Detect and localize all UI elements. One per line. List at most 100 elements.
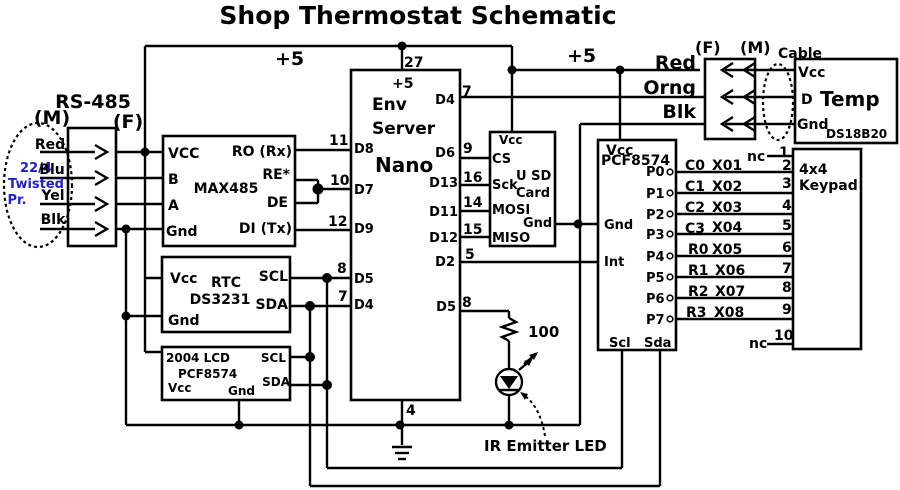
- keypad-row-x08: X08: [714, 305, 744, 321]
- nano-name-1: Env: [372, 95, 407, 115]
- keypad-row-x06: X06: [715, 263, 745, 279]
- sdcard-pin-miso: MISO: [492, 231, 530, 246]
- keypad-row-sig-c2: C2: [685, 200, 705, 216]
- nano-right-pin-num-16: 16: [463, 170, 482, 186]
- temp-cable-wires: [755, 68, 795, 126]
- rtc-name-1: RTC: [211, 275, 241, 291]
- plus5-left-label: +5: [275, 48, 304, 70]
- keypad-pin-8: 8: [782, 280, 792, 296]
- rs485-cable-ellipse: [2, 121, 74, 249]
- keypad-pin-2: 2: [782, 158, 792, 174]
- sdcard-pin-mosi: MOSI: [492, 203, 530, 218]
- keypad-row-x03: X03: [712, 200, 742, 216]
- keypad-pin-10: 10: [774, 328, 794, 344]
- nano-right-pin-num-7: 7: [462, 84, 472, 100]
- rs485-wire-red: Red: [35, 137, 65, 153]
- ground-network: [95, 122, 705, 461]
- rtc-pin-gnd: Gnd: [168, 313, 199, 329]
- pcf-port-p2: P2: [646, 208, 665, 223]
- sdcard-box: [488, 130, 557, 248]
- rs485-wire-blk: Blk: [41, 212, 66, 228]
- temp-female-label: (F): [695, 38, 721, 57]
- pcf8574-box: [596, 138, 678, 352]
- keypad-wires: [676, 154, 793, 346]
- temp-wire-orng: Orng: [643, 77, 696, 99]
- rs485-cable-label-3: Pr.: [7, 193, 26, 208]
- keypad-row-sig-c3: C3: [685, 221, 705, 237]
- max485-pin-ro: RO (Rx): [232, 144, 292, 160]
- keypad-pin-5: 5: [782, 218, 792, 234]
- pcf-pin-scl: Scl: [609, 336, 631, 351]
- lcd-box: [160, 345, 292, 402]
- rtc-pin-sda: SDA: [255, 297, 288, 313]
- rtc-pin-scl: SCL: [259, 269, 288, 285]
- pcf-port-p3: P3: [646, 228, 665, 243]
- max485-box: [161, 134, 297, 248]
- nano-left-pin-num-10: 10: [330, 173, 350, 189]
- keypad-name-1: 4x4: [799, 162, 828, 178]
- temp-part: DS18B20: [826, 127, 887, 141]
- nano-top-label: +5: [392, 76, 413, 92]
- temp-wire-blk: Blk: [662, 101, 696, 123]
- keypad-pin-1: 1: [779, 145, 789, 161]
- sdcard-pin-vcc: Vcc: [499, 133, 523, 147]
- nano-right-pin-d6: D6: [435, 146, 455, 161]
- rs485-female-label: (F): [113, 111, 143, 133]
- keypad-pin-7: 7: [782, 261, 792, 277]
- nano-right-pin-d2: D2: [435, 255, 455, 270]
- nano-bottom-pin: 4: [406, 403, 416, 419]
- i2c-bus: [290, 273, 662, 488]
- nano-right-pin-d5: D5: [436, 300, 456, 315]
- lcd-name-2: PCF8574: [178, 367, 237, 381]
- rtc-box: [160, 255, 292, 334]
- keypad-row-sig-c0: C0: [685, 158, 705, 174]
- keypad-row-x05: X05: [712, 242, 742, 258]
- max485-name: MAX485: [194, 181, 259, 197]
- max485-pin-di: DI (Tx): [239, 221, 292, 237]
- nano-right-pin-num-9: 9: [463, 141, 473, 157]
- ir-emitter-label: IR Emitter LED: [484, 437, 607, 455]
- nano-left-pin-d9: D9: [354, 222, 374, 237]
- pcf-port-pin-dots: [666, 168, 674, 323]
- lcd-pin-gnd: Gnd: [228, 384, 255, 398]
- keypad-nc-bottom: nc: [749, 336, 767, 352]
- nano-right-pin-num-5: 5: [465, 247, 475, 263]
- pcf-port-p6: P6: [646, 292, 665, 307]
- max485-pin-b: B: [168, 172, 179, 188]
- keypad-row-x02: X02: [712, 179, 742, 195]
- temp-pin-d: D: [801, 92, 813, 108]
- rs485-connector-pins: [40, 143, 110, 238]
- keypad-nc-top: nc: [747, 149, 765, 165]
- pcf-port-p0: P0: [646, 165, 665, 180]
- temp-cable-ellipse: [761, 62, 795, 142]
- keypad-pin-3: 3: [782, 176, 792, 192]
- max485-pin-re: RE*: [262, 167, 290, 183]
- lcd-pin-vcc: Vcc: [168, 381, 192, 395]
- nano-right-pin-d4: D4: [435, 93, 455, 108]
- power-rail: [95, 41, 700, 354]
- nano-right-pin-d12: D12: [429, 231, 458, 246]
- sdcard-pin-sck: Sck: [492, 178, 518, 193]
- nano-top-pin: 27: [404, 55, 423, 71]
- keypad-row-sig-r1: R1: [688, 263, 709, 279]
- keypad-pin-6: 6: [782, 240, 792, 256]
- keypad-row-sig-r0: R0: [688, 242, 709, 258]
- ir-label-arrowhead: [520, 392, 528, 400]
- lcd-name-1: 2004 LCD: [166, 351, 230, 365]
- max485-pin-a: A: [168, 198, 179, 214]
- rs485-cable-label-1: 22/4: [20, 161, 52, 176]
- sdcard-pin-cs: CS: [492, 152, 511, 167]
- pcf-port-p7: P7: [646, 313, 665, 328]
- max485-pin-de: DE: [267, 195, 288, 211]
- sdcard-name-2: Card: [516, 186, 550, 201]
- pcf-port-p5: P5: [646, 271, 665, 286]
- pcf-pin-gnd: Gnd: [604, 218, 633, 233]
- temp-cable-label: Cable: [778, 46, 822, 62]
- nano-name-3: Nano: [375, 153, 433, 177]
- keypad-pin-4: 4: [782, 198, 792, 214]
- nano-right-pin-d13: D13: [429, 176, 458, 191]
- pcf-name: PCF8574: [601, 153, 670, 169]
- rtc-pin-vcc: Vcc: [170, 271, 197, 287]
